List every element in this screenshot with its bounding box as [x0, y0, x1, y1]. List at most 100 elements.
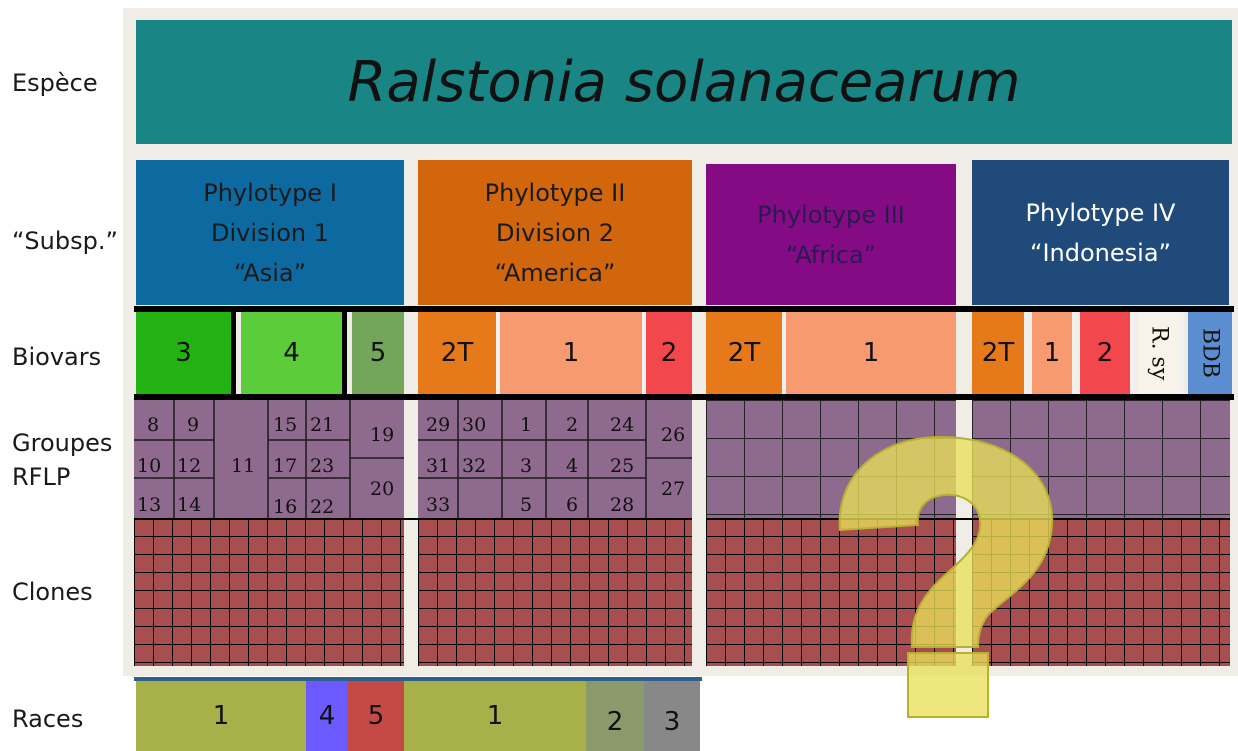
species-name: Ralstonia solanacearum [347, 49, 1021, 115]
rflp-group-13: 13 [137, 494, 162, 516]
biovar-p1-4: 4 [241, 312, 347, 394]
biovar-p4-rsy: R. sy [1138, 312, 1184, 394]
rflp-group-5: 5 [520, 494, 533, 516]
rflp-group-8: 8 [147, 414, 160, 436]
race-5: 5 [348, 681, 404, 751]
race-label: 1 [486, 701, 504, 731]
question-mark-icon: ? [838, 435, 1054, 718]
rflp-group-29: 29 [426, 414, 451, 436]
biovar-label: 3 [175, 338, 192, 368]
biovar-p2-1: 1 [500, 312, 646, 394]
rflp-group-26: 26 [661, 424, 686, 446]
phylotype-1-line2: Division 1 [211, 218, 329, 247]
race-label: 1 [212, 701, 230, 731]
rflp-p1-grid [134, 400, 404, 518]
biovar-label: 5 [369, 338, 387, 368]
rflp-group-33: 33 [426, 494, 451, 516]
rflp-group-15: 15 [273, 414, 298, 436]
biovar-p4-bdb: BDB [1188, 312, 1232, 394]
race-label: 2 [606, 707, 624, 737]
rflp-group-30: 30 [462, 414, 487, 436]
rflp-group-17: 17 [273, 455, 298, 477]
clones-top-rule-2 [706, 518, 1230, 520]
phylotype-2-line1: Phylotype II [484, 178, 626, 207]
biovar-p1-5: 5 [352, 312, 404, 394]
rflp-group-23: 23 [310, 455, 335, 477]
row-label-groupes: Groupes [12, 429, 113, 457]
rflp-p1-block [134, 400, 404, 518]
rflp-group-4: 4 [566, 455, 579, 477]
rflp-group-24: 24 [610, 414, 635, 436]
phylotype-4-line2: “Indonesia” [1030, 238, 1171, 267]
rflp-group-3: 3 [520, 455, 533, 477]
phylotype-1-line1: Phylotype I [203, 178, 337, 207]
biovar-p4-2: 2 [1080, 312, 1134, 394]
biovar-label: 2T [981, 338, 1015, 368]
rflp-group-6: 6 [566, 494, 579, 516]
races-top-rule [134, 677, 702, 681]
phylotype-2-box: Phylotype II Division 2 “America” [418, 160, 692, 305]
race-label: 4 [318, 701, 336, 731]
rflp-group-2: 2 [566, 414, 579, 436]
biovar-label: BDB [1197, 328, 1223, 378]
biovar-label: 1 [862, 338, 880, 368]
rflp-group-11: 11 [231, 455, 256, 477]
biovar-p4-1: 1 [1032, 312, 1076, 394]
rflp-group-20: 20 [370, 478, 395, 500]
biovar-top-rule [134, 306, 1234, 312]
phylotype-1-box: Phylotype I Division 1 “Asia” [136, 160, 404, 305]
biovar-label: 2T [727, 338, 761, 368]
rflp-group-21: 21 [310, 414, 335, 436]
biovar-p3-2t: 2T [706, 312, 786, 394]
phylotype-2-line2: Division 2 [496, 218, 614, 247]
rflp-p2-grid [418, 400, 692, 518]
rflp-group-32: 32 [462, 455, 487, 477]
row-label-rflp: RFLP [12, 463, 71, 491]
rflp-group-25: 25 [610, 455, 635, 477]
race-p2-1: 1 [404, 681, 586, 751]
rflp-group-31: 31 [426, 455, 451, 477]
race-p1-1: 1 [136, 681, 306, 751]
race-4: 4 [306, 681, 348, 751]
clones-p1-block [134, 518, 404, 666]
biovar-label: 2 [660, 338, 678, 368]
phylotype-2-line3: “America” [494, 258, 616, 287]
row-label-espece: Espèce [12, 69, 98, 97]
row-label-subsp: “Subsp.” [12, 227, 118, 255]
row-label-clones: Clones [12, 578, 93, 606]
rflp-group-19: 19 [370, 424, 395, 446]
species-banner: Ralstonia solanacearum [136, 20, 1232, 144]
rflp-group-22: 22 [310, 496, 335, 518]
rflp-group-14: 14 [177, 494, 202, 516]
biovar-p2-2t: 2T [418, 312, 500, 394]
rflp-group-27: 27 [661, 478, 686, 500]
biovar-bottom-rule [134, 394, 1234, 400]
biovar-p3-1: 1 [786, 312, 956, 394]
biovar-label: 2 [1096, 338, 1114, 368]
rflp-group-1: 1 [520, 414, 533, 436]
biovar-label: 1 [562, 338, 580, 368]
phylotype-3-line2: “Africa” [785, 240, 877, 269]
race-3: 3 [644, 681, 700, 751]
biovar-p1-3: 3 [136, 312, 236, 394]
rflp-group-10: 10 [137, 455, 162, 477]
biovar-p4-2t: 2T [972, 312, 1028, 394]
phylotype-3-box: Phylotype III “Africa” [706, 164, 956, 305]
phylotype-3-line1: Phylotype III [757, 200, 905, 229]
rflp-group-16: 16 [273, 496, 298, 518]
biovar-p2-2: 2 [646, 312, 692, 394]
rflp-group-28: 28 [610, 494, 635, 516]
clones-top-rule-1 [134, 518, 692, 520]
row-label-races: Races [12, 705, 84, 733]
row-label-biovars: Biovars [12, 343, 102, 371]
race-label: 5 [367, 701, 385, 731]
biovar-label: 1 [1043, 338, 1061, 368]
biovar-label: 4 [283, 338, 300, 368]
phylotype-1-line3: “Asia” [233, 258, 307, 287]
clones-p2-block [418, 518, 692, 666]
rflp-group-12: 12 [177, 455, 202, 477]
race-label: 3 [663, 707, 681, 737]
biovar-label: R. sy [1146, 325, 1172, 381]
rflp-group-9: 9 [187, 414, 200, 436]
phylotype-4-line1: Phylotype IV [1025, 198, 1176, 227]
